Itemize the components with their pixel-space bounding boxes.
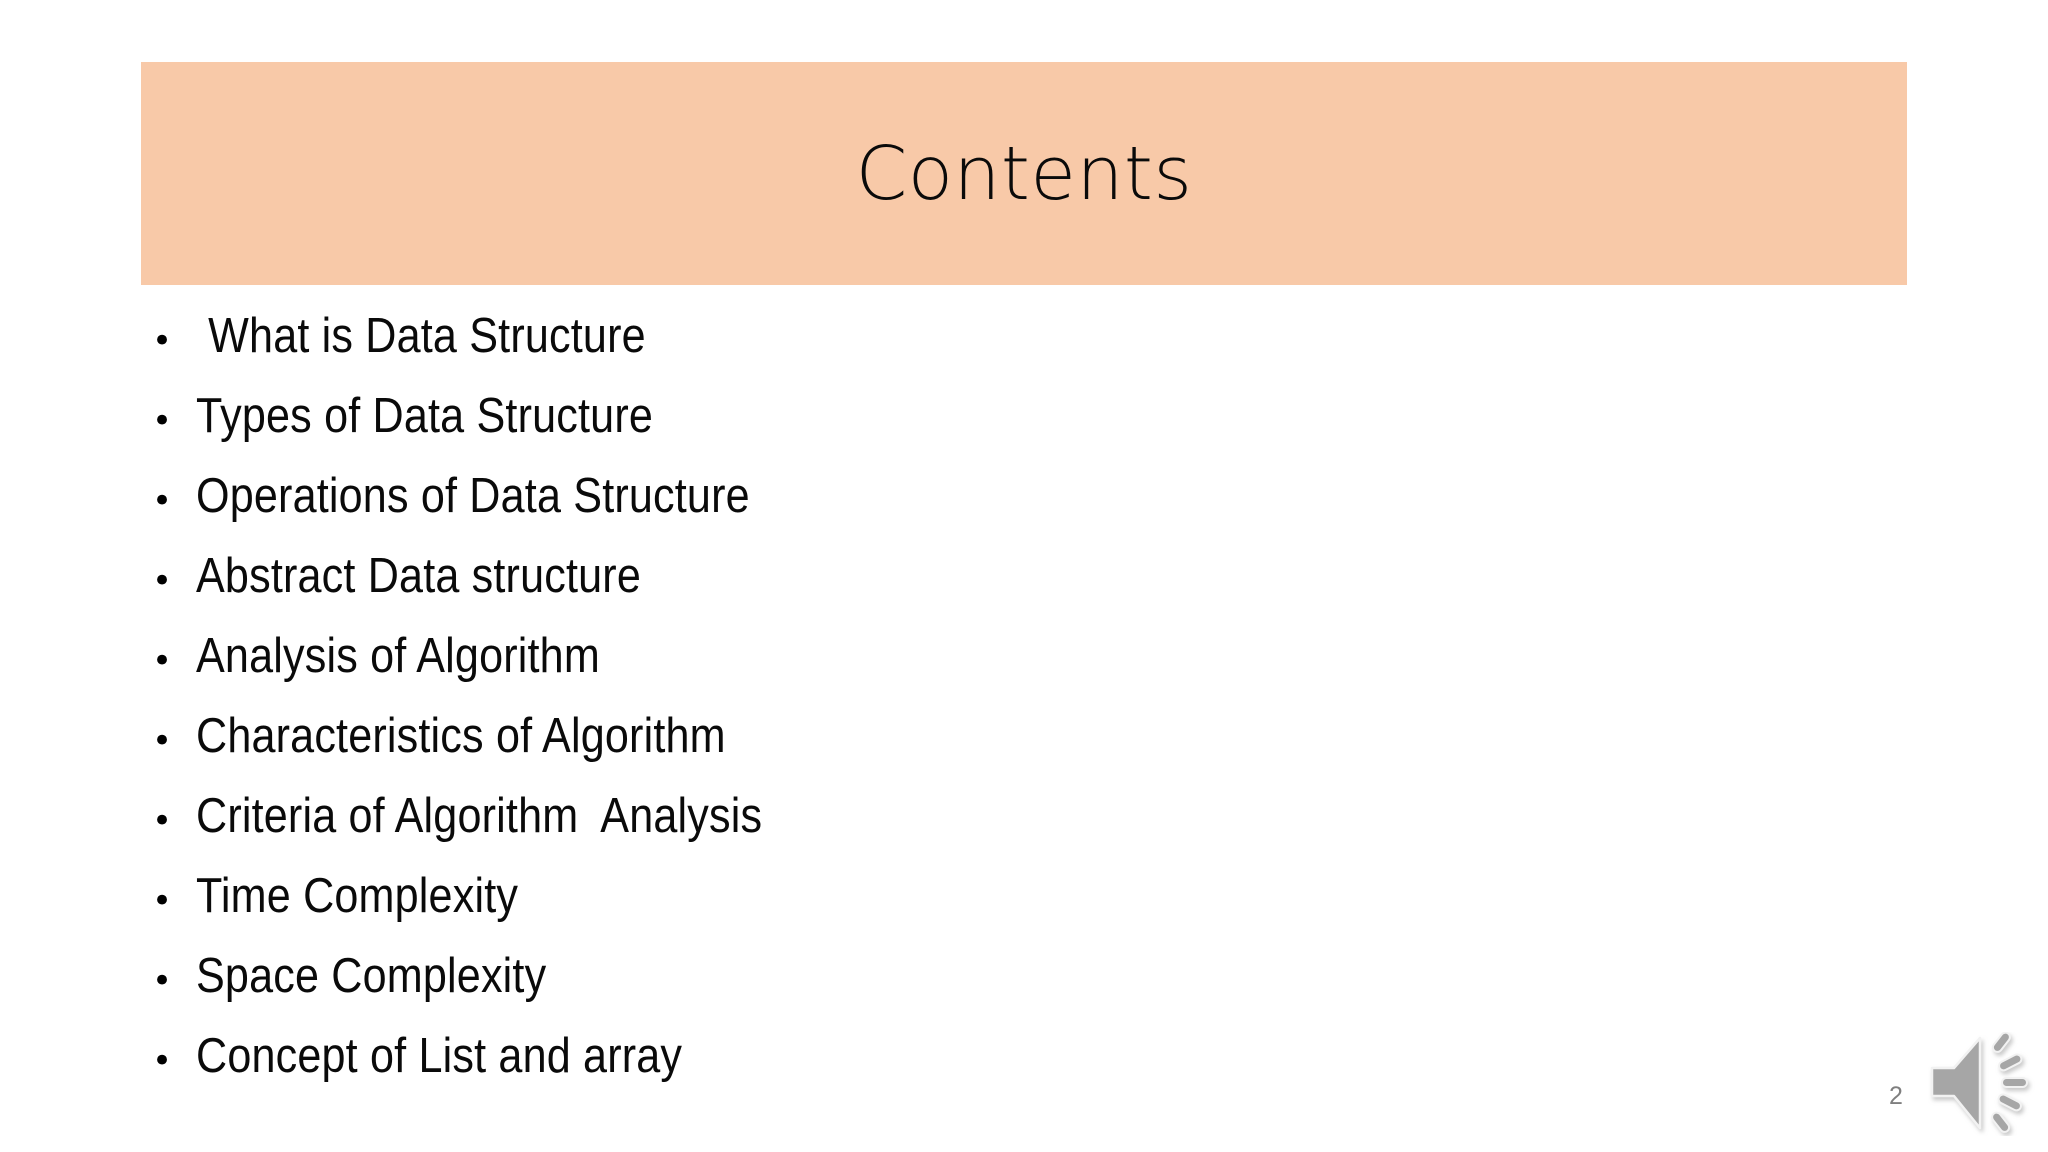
list-item-label: Analysis of Algorithm	[196, 629, 600, 683]
list-item-label: Time Complexity	[196, 869, 519, 923]
list-item-label: Operations of Data Structure	[196, 469, 750, 523]
list-item-label: What is Data Structure	[196, 309, 646, 363]
bullet-marker-icon: •	[152, 641, 173, 681]
bullet-marker-icon: •	[152, 1041, 173, 1081]
bullet-marker-icon: •	[152, 401, 173, 441]
list-item-label: Abstract Data structure	[196, 549, 642, 603]
list-item: • Abstract Data structure	[152, 536, 1852, 616]
list-item: • Operations of Data Structure	[152, 456, 1852, 536]
list-item: • Time Complexity	[152, 856, 1852, 936]
list-item-label: Space Complexity	[196, 949, 547, 1003]
list-item-label: Types of Data Structure	[196, 389, 654, 443]
list-item-label: Criteria of Algorithm Analysis	[196, 789, 763, 843]
list-item: • Types of Data Structure	[152, 376, 1852, 456]
bullet-marker-icon: •	[152, 961, 173, 1001]
list-item-label: Concept of List and array	[196, 1029, 683, 1083]
title-band: Contents	[141, 62, 1907, 285]
list-item: • Characteristics of Algorithm	[152, 696, 1852, 776]
list-item: • Space Complexity	[152, 936, 1852, 1016]
contents-list: • What is Data Structure • Types of Data…	[152, 296, 1852, 1096]
list-item-label: Characteristics of Algorithm	[196, 709, 726, 763]
bullet-marker-icon: •	[152, 561, 173, 601]
bullet-marker-icon: •	[152, 801, 173, 841]
page-number: 2	[1889, 1082, 1903, 1110]
list-item: • Concept of List and array	[152, 1016, 1852, 1096]
bullet-marker-icon: •	[152, 881, 173, 921]
bullet-marker-icon: •	[152, 721, 173, 761]
list-item: • Criteria of Algorithm Analysis	[152, 776, 1852, 856]
page-title: Contents	[855, 130, 1193, 217]
bullet-marker-icon: •	[152, 481, 173, 521]
bullet-marker-icon: •	[152, 321, 173, 361]
list-item: • What is Data Structure	[152, 296, 1852, 376]
list-item: • Analysis of Algorithm	[152, 616, 1852, 696]
speaker-icon[interactable]	[1928, 1032, 2048, 1136]
